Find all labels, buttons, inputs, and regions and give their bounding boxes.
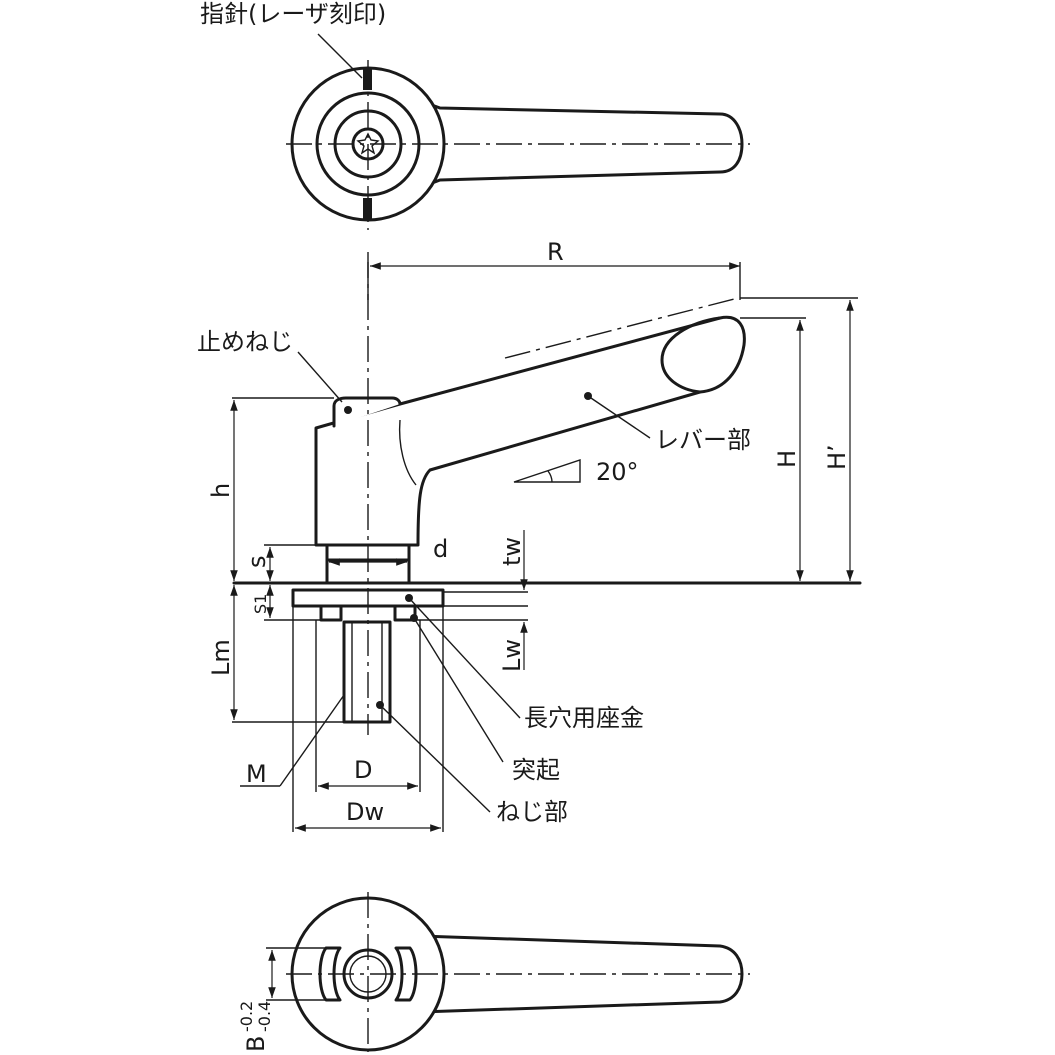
dim-b: B bbox=[242, 1036, 270, 1052]
dim-dw: Dw bbox=[346, 798, 384, 826]
dim-h: h bbox=[207, 483, 235, 498]
dim-R: R bbox=[547, 238, 564, 266]
leader-washer bbox=[408, 597, 521, 719]
dim-b-tol-upper: -0.2 bbox=[237, 1001, 256, 1032]
leader-set-screw bbox=[297, 351, 343, 403]
pointer-leader bbox=[317, 33, 363, 79]
top-lever-arm bbox=[396, 100, 744, 190]
angle-arc-icon bbox=[547, 470, 553, 483]
lever-phantom-line bbox=[504, 297, 739, 359]
dim-s1: S1 bbox=[251, 594, 270, 614]
leader-m bbox=[279, 694, 345, 787]
dim-b-tol-lower: -0.4 bbox=[255, 1001, 274, 1032]
label-thread: ねじ部 bbox=[496, 798, 568, 826]
protrusion-left bbox=[319, 604, 343, 622]
dim-H2: H’ bbox=[823, 444, 851, 470]
lever-curve-detail bbox=[398, 419, 417, 486]
lever-grip-recess bbox=[660, 316, 722, 394]
label-protrusion: 突起 bbox=[512, 756, 560, 784]
dim-D: D bbox=[354, 756, 372, 784]
dim-lw: Lw bbox=[498, 639, 526, 672]
label-lever: レバー部 bbox=[655, 426, 751, 454]
label-slot-washer: 長穴用座金 bbox=[524, 704, 644, 732]
angle-triangle-icon bbox=[513, 459, 581, 483]
dim-H: H bbox=[773, 450, 801, 468]
bottom-view: B -0.2 -0.4 bbox=[237, 892, 750, 1052]
dim-s: s bbox=[243, 555, 271, 568]
protrusion-right bbox=[393, 604, 417, 622]
dim-d: d bbox=[433, 535, 448, 563]
leader-protrusion bbox=[413, 617, 504, 763]
dim-lm: Lm bbox=[207, 639, 235, 676]
leader-lever bbox=[587, 395, 651, 439]
label-set-screw: 止めねじ bbox=[197, 328, 293, 356]
label-pointer: 指針(レーザ刻印) bbox=[200, 0, 386, 28]
set-screw-head bbox=[332, 396, 402, 428]
leader-thread bbox=[379, 704, 491, 813]
top-view: 指針(レーザ刻印) bbox=[200, 0, 750, 230]
label-angle: 20° bbox=[596, 458, 639, 486]
side-view: R 止めねじ レバー部 20° h s S1 Lm d tw Lw H H’ 長… bbox=[197, 238, 862, 832]
set-screw-dot bbox=[344, 406, 352, 414]
side-lever-body bbox=[314, 315, 746, 547]
dim-m: M bbox=[246, 760, 267, 788]
dim-tw: tw bbox=[498, 537, 526, 566]
